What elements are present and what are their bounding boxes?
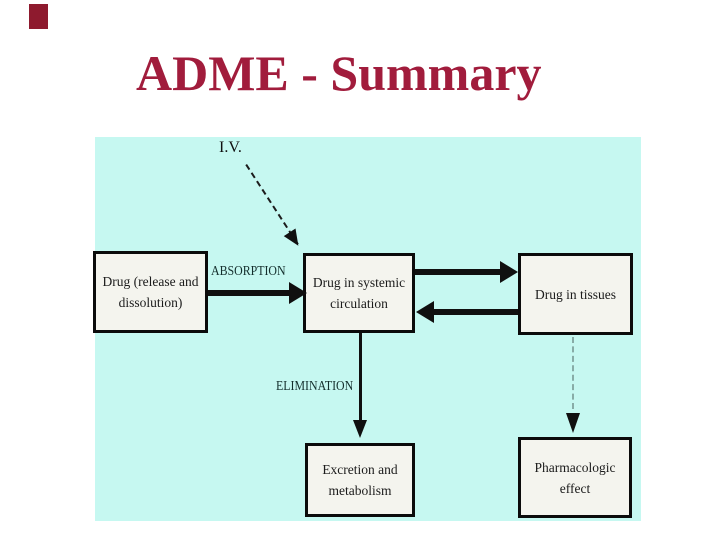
- elimination-label: ELIMINATION: [276, 378, 354, 393]
- effect-arrowhead-icon: [566, 413, 580, 433]
- box-excretion-metabolism: Excretion and metabolism: [305, 443, 415, 517]
- box-text-line: circulation: [330, 296, 388, 311]
- box-text-line: effect: [559, 480, 591, 496]
- box-drug-in-tissues: Drug in tissues: [518, 253, 633, 335]
- redistribution-arrow-shaft: [434, 309, 518, 315]
- adme-flow-diagram: I.V. Drug (release and dissolution) Drug…: [93, 137, 641, 521]
- box-drug-release: Drug (release and dissolution): [93, 251, 208, 333]
- iv-route-label: I.V.: [219, 139, 242, 156]
- redistribution-arrowhead-icon: [416, 301, 434, 323]
- absorption-arrowhead-icon: [289, 282, 307, 304]
- elimination-arrowhead-icon: [353, 420, 367, 438]
- box-text-line: dissolution): [118, 295, 183, 310]
- iv-arrowhead-icon: [283, 228, 305, 250]
- box-text-line: Pharmacologic: [534, 459, 616, 475]
- absorption-label: ABSORPTION: [211, 263, 286, 278]
- slide-title: ADME - Summary: [136, 45, 542, 101]
- box-text-line: Drug (release and: [102, 274, 199, 289]
- distribution-arrow-shaft: [415, 269, 501, 275]
- box-drug-systemic-circulation: Drug in systemic circulation: [303, 253, 415, 333]
- box-text-line: Drug in tissues: [535, 286, 616, 302]
- box-text-line: metabolism: [328, 483, 392, 498]
- corner-accent-block: [29, 4, 48, 29]
- box-pharmacologic-effect: Pharmacologic effect: [518, 437, 632, 518]
- effect-dashed-line: [572, 337, 574, 409]
- box-text-line: Drug in systemic: [312, 275, 406, 290]
- absorption-arrow-shaft: [208, 290, 290, 296]
- distribution-arrowhead-icon: [500, 261, 518, 283]
- box-text-line: Excretion and: [322, 462, 398, 477]
- elimination-arrow-shaft: [359, 333, 362, 421]
